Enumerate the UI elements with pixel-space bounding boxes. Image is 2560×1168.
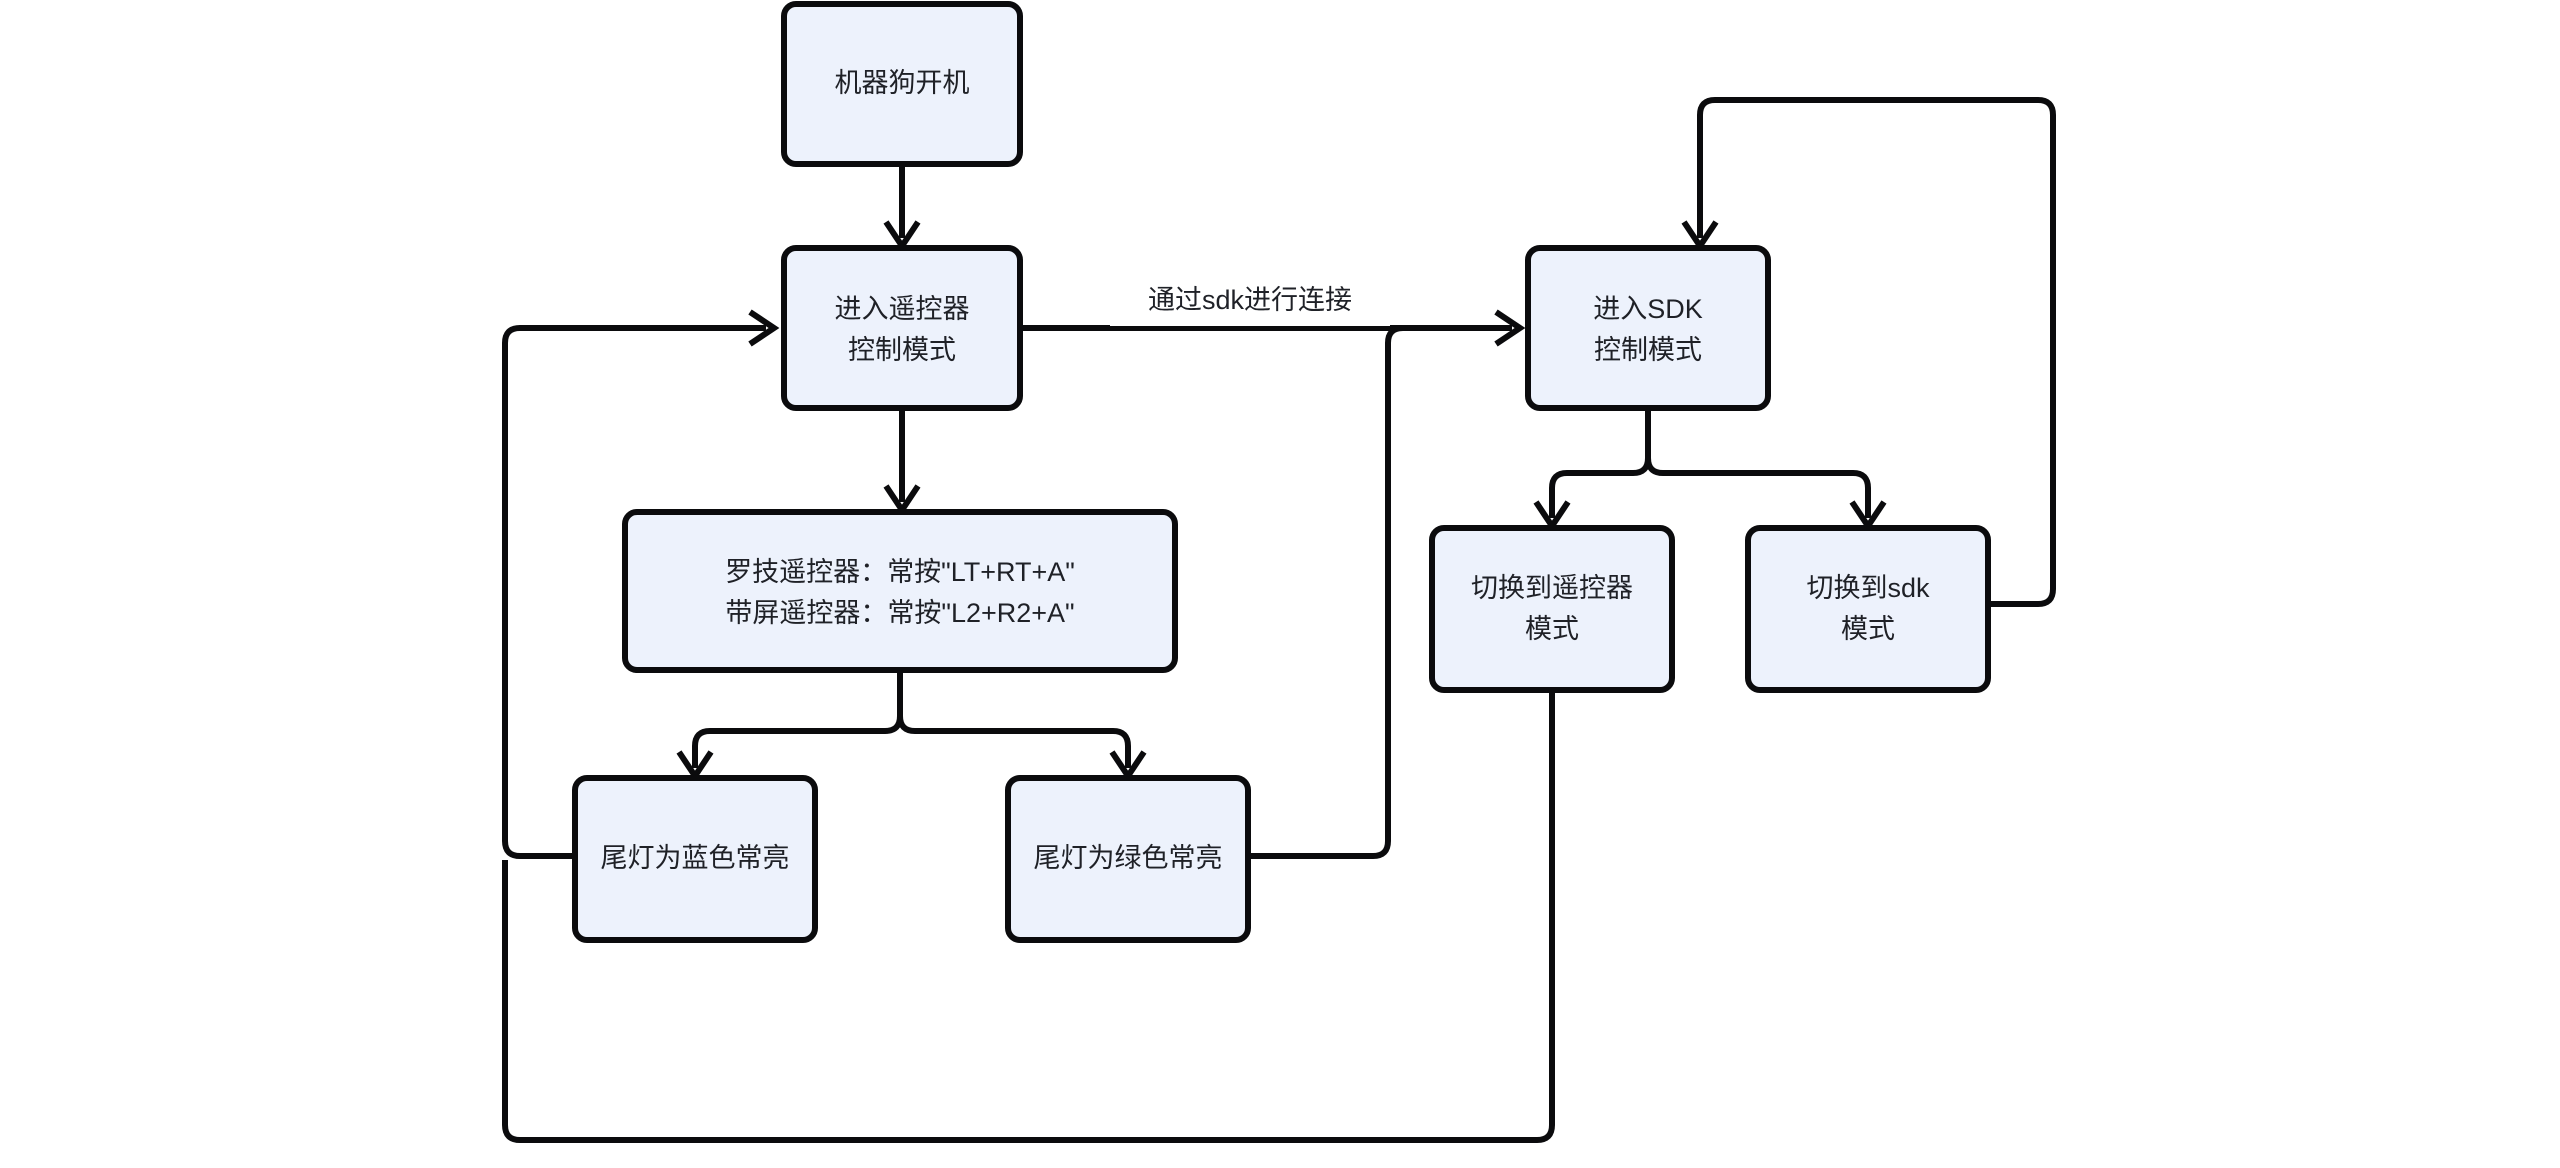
node-switch-to-sdk-label-line2: 模式 [1841,614,1895,644]
nodes-layer: 机器狗开机 进入遥控器 控制模式 进入SDK 控制模式 罗技遥控器：常按"LT+… [572,1,1991,943]
node-controller-keys[interactable]: 罗技遥控器：常按"LT+RT+A" 带屏遥控器：常按"L2+R2+A" [622,509,1178,673]
edge-keys-to-tail-green [897,670,1147,782]
edge-tail-green-to-sdk-link [1248,325,1450,859]
node-tail-green[interactable]: 尾灯为绿色常亮 [1005,775,1251,943]
node-sdk-mode-label-line1: 进入SDK [1593,294,1703,324]
edge-switch-remote-to-remote-mode [502,690,1555,1143]
node-remote-mode-label-line2: 控制模式 [848,335,956,365]
node-switch-to-remote-label-line1: 切换到遥控器 [1471,573,1633,603]
node-power-on[interactable]: 机器狗开机 [781,1,1023,167]
node-sdk-mode-box[interactable] [1525,245,1771,411]
node-controller-keys-label-line2: 带屏遥控器：常按"L2+R2+A" [725,598,1074,628]
edge-label-remote-to-sdk: 通过sdk进行连接 [1148,285,1352,315]
edge-sdk-to-switch-remote [1533,408,1651,532]
edge-remote-to-controller-keys [883,408,921,516]
node-switch-to-remote-label-line2: 模式 [1525,614,1579,644]
node-tail-green-label: 尾灯为绿色常亮 [1034,843,1223,873]
node-tail-blue-label: 尾灯为蓝色常亮 [601,843,790,873]
node-sdk-mode[interactable]: 进入SDK 控制模式 [1525,245,1771,411]
edge-sdk-to-switch-sdk [1645,408,1887,532]
node-controller-keys-label-line1: 罗技遥控器：常按"LT+RT+A" [725,557,1075,587]
node-controller-keys-box[interactable] [622,509,1178,673]
edge-power-on-to-remote [883,164,921,252]
node-tail-green-box[interactable] [1005,775,1251,943]
node-power-on-box[interactable] [781,1,1023,167]
edges-layer [502,97,2056,1143]
edge-tail-blue-to-remote-loop [502,309,780,859]
node-sdk-mode-label-line2: 控制模式 [1594,335,1702,365]
node-switch-to-sdk-label-line1: 切换到sdk [1806,573,1930,603]
node-tail-blue-box[interactable] [572,775,818,943]
node-switch-to-remote[interactable]: 切换到遥控器 模式 [1429,525,1675,693]
edge-keys-to-tail-blue [676,670,903,782]
node-remote-mode-label-line1: 进入遥控器 [835,294,970,324]
node-switch-to-sdk-box[interactable] [1745,525,1991,693]
node-power-on-label: 机器狗开机 [835,68,970,98]
edge-label-backdrop [1110,290,1390,326]
edge-labels-layer: 通过sdk进行连接 [1110,285,1390,326]
node-remote-mode-box[interactable] [781,245,1023,411]
node-switch-to-sdk[interactable]: 切换到sdk 模式 [1745,525,1991,693]
node-switch-to-remote-box[interactable] [1429,525,1675,693]
node-tail-blue[interactable]: 尾灯为蓝色常亮 [572,775,818,943]
node-remote-mode[interactable]: 进入遥控器 控制模式 [781,245,1023,411]
